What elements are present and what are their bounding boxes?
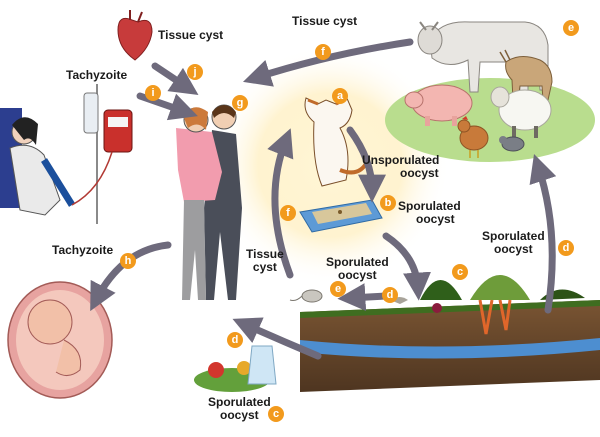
life-cycle-arrows	[90, 38, 557, 360]
stage-badge-f-middle: f	[280, 205, 296, 221]
label-line-1: Tissue	[246, 247, 284, 261]
label-line-1: Unsporulated	[362, 153, 440, 167]
stage-badge-j: j	[187, 64, 203, 80]
label-sporulated-oocyst-bottom: Sporulated oocyst	[208, 396, 271, 422]
label-sporulated-oocyst-b: Sporulated oocyst	[398, 200, 461, 226]
label-tissue-cyst-animals: Tissue cyst	[292, 14, 358, 28]
stage-badge-b: b	[380, 195, 396, 211]
stage-badge-i: i	[145, 85, 161, 101]
food-vegetables-icon	[194, 345, 277, 392]
stage-badge-e-mouse: e	[330, 281, 346, 297]
label-tachyzoite-transfusion: Tachyzoite	[66, 68, 128, 82]
label-line-2: cyst	[252, 260, 277, 274]
stage-badge-e-animals: e	[563, 20, 579, 36]
label-tissue-cyst-heart: Tissue cyst	[158, 28, 224, 42]
congenital-fetus-icon	[7, 281, 113, 399]
stage-badge-d-food: d	[227, 332, 243, 348]
chicken-icon	[457, 116, 489, 158]
label-line-1: Sporulated	[326, 255, 389, 269]
label-unsporulated-oocyst: Unsporulated oocyst	[362, 154, 439, 180]
sheep-icon	[490, 86, 552, 138]
bird-icon	[499, 136, 525, 152]
label-line-1: Sporulated	[398, 199, 461, 213]
label-line-2: oocyst	[337, 268, 377, 282]
stage-badge-c-food: c	[268, 406, 284, 422]
stage-badge-c-soil: c	[452, 264, 468, 280]
pig-icon	[404, 84, 473, 126]
goat-icon	[499, 49, 553, 101]
stage-badge-d-right: d	[558, 240, 574, 256]
label-line-2: oocyst	[400, 166, 439, 180]
label-line-1: Sporulated	[208, 395, 271, 409]
litter-box-icon	[299, 199, 383, 233]
stage-badge-f-top: f	[315, 44, 331, 60]
label-line-2: oocyst	[416, 212, 455, 226]
stage-badge-g: g	[232, 95, 248, 111]
heart-icon	[117, 10, 153, 61]
label-tachyzoite-congenital: Tachyzoite	[52, 243, 114, 257]
stage-badge-d-center: d	[382, 287, 398, 303]
label-line-2: oocyst	[493, 242, 533, 256]
pregnant-couple	[176, 104, 242, 300]
mouse-icon	[289, 289, 323, 303]
label-tissue-cyst-middle: Tissue cyst	[246, 248, 284, 274]
label-sporulated-oocyst-center: Sporulated oocyst	[326, 256, 389, 282]
intermediate-hosts-pasture	[385, 21, 595, 162]
label-line-2: oocyst	[219, 408, 259, 422]
label-line-1: Sporulated	[482, 229, 545, 243]
label-sporulated-oocyst-right: Sporulated oocyst	[482, 230, 545, 256]
stage-badge-h: h	[120, 253, 136, 269]
stage-badge-a: a	[332, 88, 348, 104]
iv-transfusion-patient	[0, 84, 133, 224]
